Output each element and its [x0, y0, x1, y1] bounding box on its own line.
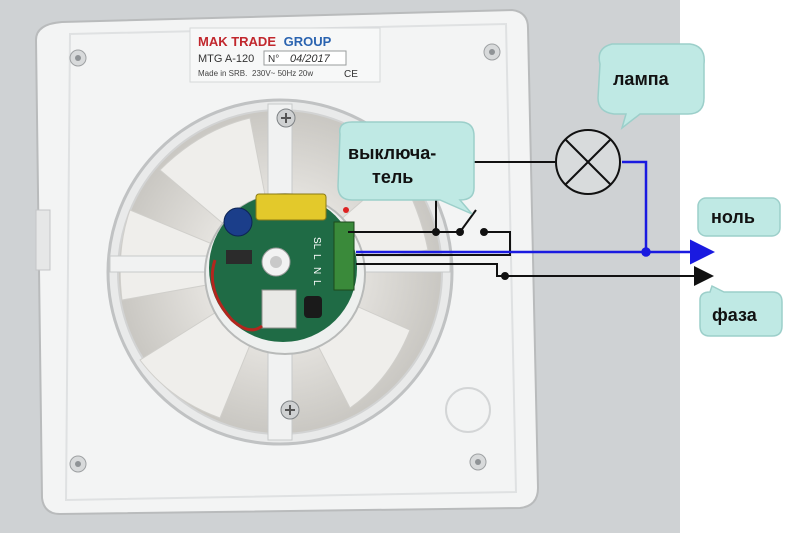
lamp-callout: лампа: [597, 43, 705, 131]
switch-callout: выключа- тель: [337, 121, 475, 215]
corner-screw-holes: [69, 43, 501, 473]
neutral-callout: ноль: [697, 197, 781, 237]
terminal-label-3: L: [311, 280, 322, 286]
product-label: MAK TRADE GROUP MTG A-120 N° 04/2017 Mad…: [189, 27, 381, 83]
serial-handwritten: 04/2017: [290, 53, 331, 65]
brand-name-blue: GROUP: [284, 34, 332, 49]
serial-prefix: N°: [268, 54, 279, 65]
lamp-label: лампа: [613, 69, 670, 89]
center-screws: [276, 108, 300, 420]
switch-label-line1: выключа-: [348, 143, 436, 163]
phase-label: фаза: [712, 305, 758, 325]
cable-knockout: [445, 387, 491, 433]
capacitor: [255, 193, 327, 221]
lamp-symbol: [555, 129, 621, 195]
neutral-wire: [356, 160, 715, 265]
terminal-block: [333, 221, 355, 291]
blue-capacitor: [223, 207, 253, 237]
switch-label: выключа- тель: [348, 143, 441, 187]
svg-text:MAK TRADE GROUP: MAK TRADE GROUP: [198, 34, 332, 49]
ce-mark: CE: [344, 69, 358, 80]
terminal-label-2: N: [311, 267, 322, 274]
spec-text: 230V~ 50Hz 20w: [252, 69, 313, 78]
brand-name-red: MAK TRADE: [198, 34, 276, 49]
terminal-label-1: L: [311, 254, 322, 260]
circuit-board: SL L N L: [204, 193, 366, 355]
switch-label-line2: тель: [372, 167, 413, 187]
model-number: MTG A-120: [198, 53, 254, 65]
neutral-label: ноль: [711, 207, 755, 227]
terminal-label-0: SL: [311, 237, 322, 250]
phase-callout: фаза: [699, 284, 783, 337]
made-in-text: Made in SRB.: [198, 69, 247, 78]
